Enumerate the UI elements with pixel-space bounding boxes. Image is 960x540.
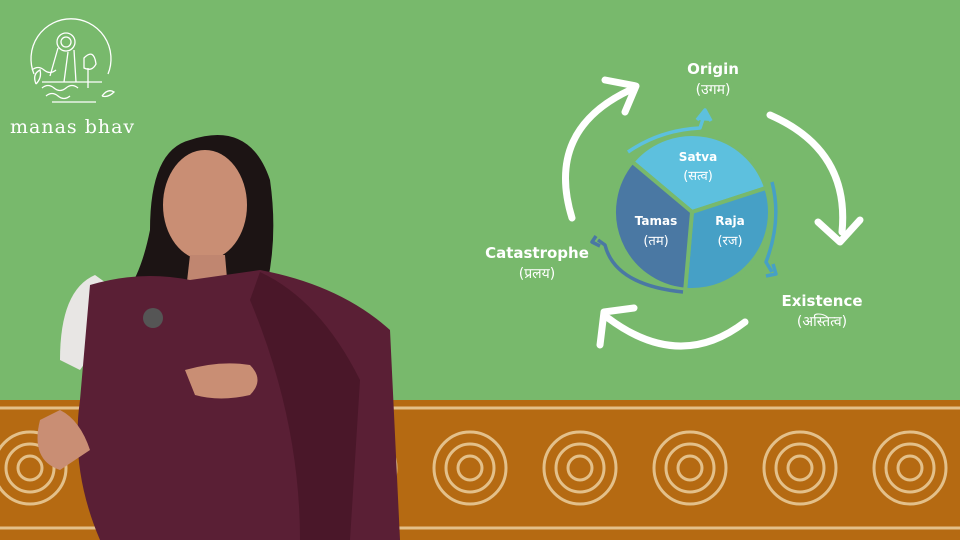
raja-title: Raja xyxy=(715,214,745,228)
raja-segment xyxy=(683,185,772,292)
swirl-motif xyxy=(542,430,618,506)
tamas-segment xyxy=(612,159,695,292)
gunas-cycle-diagram xyxy=(562,76,864,350)
swirl-motif xyxy=(456,454,484,482)
satva-title: Satva xyxy=(678,150,718,164)
catastrophe-title: Catastrophe xyxy=(485,244,589,262)
cycle-arrow-existence xyxy=(766,111,847,236)
tamas-title: Tamas xyxy=(634,214,678,228)
arrow-head xyxy=(601,76,640,116)
swirl-motif xyxy=(896,454,924,482)
satva-arrow xyxy=(627,115,706,154)
swirl-motif xyxy=(872,430,948,506)
swirl-motif xyxy=(676,454,704,482)
swirl-motif xyxy=(786,454,814,482)
swirl-motif xyxy=(652,430,728,506)
cycle-arrow-catastrophe xyxy=(604,314,749,350)
existence-title: Existence xyxy=(781,292,863,310)
raja-subtitle: (रज) xyxy=(717,234,743,249)
tamas-subtitle: (तम) xyxy=(643,234,669,249)
arrow-head xyxy=(596,304,638,349)
raja-arrow xyxy=(764,181,778,273)
origin-title: Origin xyxy=(687,60,739,78)
origin-subtitle: (उगम) xyxy=(695,82,731,98)
swirl-motif xyxy=(774,442,826,494)
swirl-motif xyxy=(884,442,936,494)
existence-subtitle: (अस्तित्व) xyxy=(796,314,848,330)
arrow-head xyxy=(814,216,864,246)
swirl-motif xyxy=(554,442,606,494)
tamas-arrow xyxy=(596,238,684,294)
swirl-motif xyxy=(664,442,716,494)
swirl-motif xyxy=(0,430,68,506)
swirl-motif xyxy=(444,442,496,494)
swirl-motif xyxy=(4,442,56,494)
manas-bhav-logo xyxy=(30,18,116,103)
satva-segment xyxy=(629,132,769,215)
catastrophe-subtitle: (प्रलय) xyxy=(518,266,556,282)
brand-name: manas bhav xyxy=(10,116,136,138)
swirl-motif xyxy=(566,454,594,482)
swirl-motif xyxy=(432,430,508,506)
swirl-motif xyxy=(16,454,44,482)
cycle-arrow-origin xyxy=(562,86,634,222)
swirl-motif xyxy=(762,430,838,506)
satva-subtitle: (सत्व) xyxy=(683,169,713,184)
